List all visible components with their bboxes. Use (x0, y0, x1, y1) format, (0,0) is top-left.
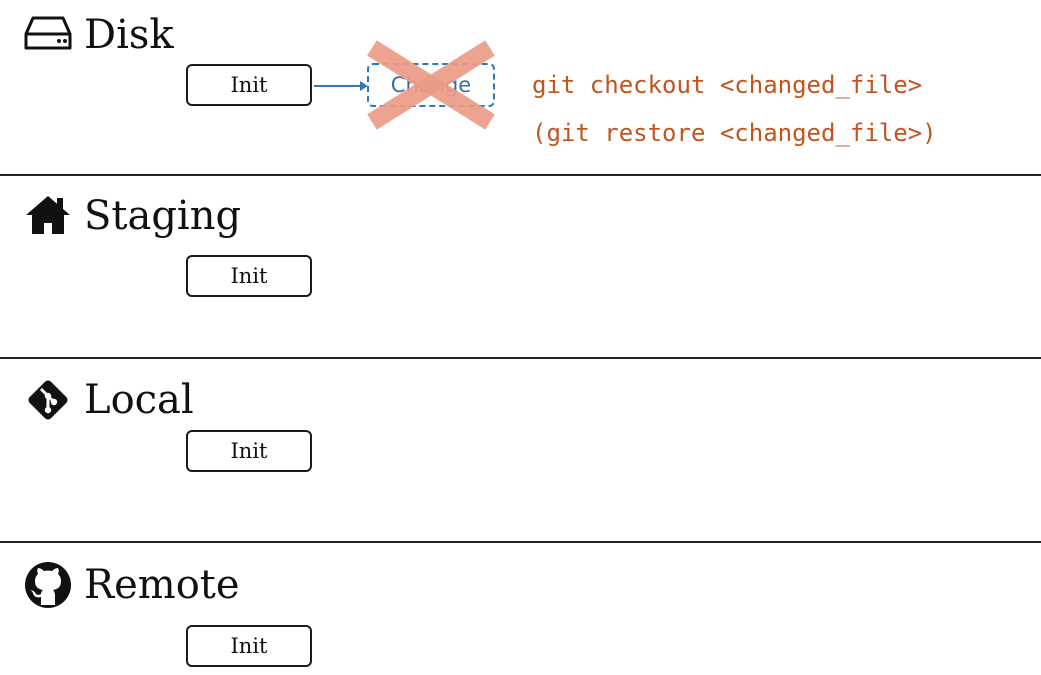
discarded-change-node: Change (362, 40, 502, 130)
commit-node-disk-init: Init (186, 64, 312, 106)
commit-node-remote-init: Init (186, 625, 312, 667)
section-title-remote: Remote (84, 562, 240, 608)
commit-node-staging-init: Init (186, 255, 312, 297)
change-node-border (367, 63, 495, 107)
house-icon (26, 196, 70, 234)
git-logo-icon (28, 380, 68, 420)
commit-node-local-init: Init (186, 430, 312, 472)
section-title-local: Local (84, 377, 194, 423)
cross-out-icon (367, 40, 495, 130)
command-git-checkout: git checkout <changed_file> (532, 71, 923, 99)
divider-disk-staging (0, 174, 1041, 176)
arrow-init-to-change (314, 81, 368, 91)
github-logo-icon (25, 562, 71, 608)
cut-off-caption (404, 664, 854, 675)
divider-local-remote (0, 541, 1041, 543)
command-git-restore: (git restore <changed_file>) (532, 119, 937, 147)
section-title-disk: Disk (84, 12, 174, 58)
hard-drive-icon (24, 16, 72, 50)
divider-staging-local (0, 357, 1041, 359)
section-title-staging: Staging (84, 193, 242, 239)
